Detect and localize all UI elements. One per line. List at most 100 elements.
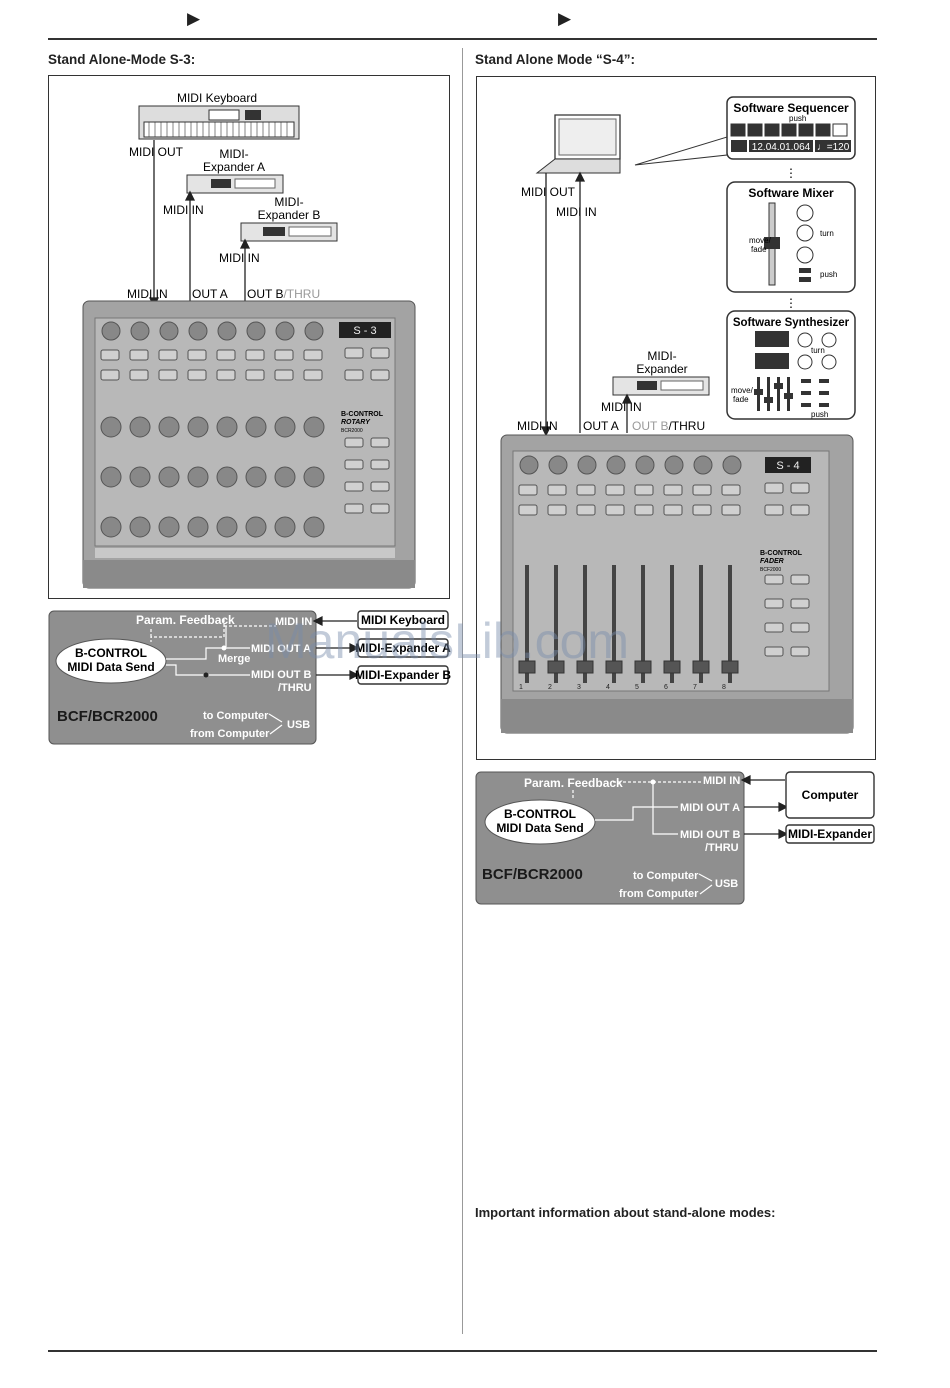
push-button — [129, 349, 149, 361]
side-button — [370, 503, 390, 514]
watermark: ManualsLib.com — [265, 613, 630, 669]
s4-usb-label: USB — [715, 878, 738, 890]
push-button — [303, 349, 323, 361]
knob-icon — [303, 516, 325, 538]
s4-cables — [540, 171, 633, 437]
knob-icon — [216, 516, 238, 538]
s4-flow-connectors — [740, 775, 789, 839]
side-button — [370, 459, 390, 470]
s3-diagram: MIDI Keyboard MIDI OUT MIDI- Expander A … — [82, 91, 416, 589]
fader-cap — [692, 660, 710, 674]
s4-out-a-label: OUT A — [583, 419, 619, 433]
push-button — [721, 504, 741, 516]
knob-icon — [129, 516, 151, 538]
seq-time: 12.04.01.064 — [752, 142, 811, 153]
side-button — [764, 646, 784, 657]
mixer-move: move/ — [749, 236, 772, 245]
push-button — [303, 369, 323, 381]
fader-cap — [518, 660, 536, 674]
push-button — [216, 369, 236, 381]
mixer-fader-cap — [764, 237, 780, 249]
synth-turn: turn — [811, 346, 825, 355]
synth-move: move/ — [731, 386, 754, 395]
s4-flow-lines — [572, 781, 713, 895]
fader-cap — [605, 660, 623, 674]
push-button — [634, 484, 654, 496]
knob-icon — [216, 466, 238, 488]
s4-box-computer — [785, 771, 875, 819]
side-button — [344, 437, 364, 448]
knob-icon — [274, 516, 296, 538]
bottom-rule — [48, 1350, 877, 1352]
push-button — [158, 369, 178, 381]
knob-icon — [722, 455, 742, 475]
s3-flow-thru: /THRU — [278, 682, 312, 694]
midi-expander-b-icon — [240, 222, 338, 242]
fader-track — [670, 565, 674, 683]
knob-icon — [548, 455, 568, 475]
channel-number: 5 — [635, 684, 639, 691]
push-button — [692, 504, 712, 516]
s4-logo-line1: B-CONTROL — [760, 550, 803, 557]
transport-buttons — [730, 123, 848, 137]
fader-cap — [576, 660, 594, 674]
knob-icon — [245, 466, 267, 488]
knob-icon — [158, 416, 180, 438]
s4-box-midi-expander — [785, 824, 875, 844]
transport-button-icon — [764, 123, 780, 137]
s4-midi-in-top-label: MIDI IN — [556, 205, 597, 219]
seq-time-display — [749, 140, 813, 152]
channel-number: 2 — [548, 684, 552, 691]
s4-split-node — [650, 779, 656, 785]
knob-icon — [187, 466, 209, 488]
s4-callout — [634, 136, 728, 166]
seq-tempo: ♩=120 — [817, 142, 850, 153]
s3-box-midi-keyboard — [357, 610, 449, 630]
mixer-fade: fade — [751, 245, 767, 254]
push-button — [634, 504, 654, 516]
s3-box-midi-expander-b — [357, 665, 449, 685]
s4-out-b-label: OUT B/THRU — [632, 419, 705, 433]
side-button — [344, 369, 364, 381]
side-button — [764, 574, 784, 585]
s3-param-feedback: Param. Feedback — [136, 613, 235, 627]
side-button — [370, 369, 390, 381]
push-button — [274, 349, 294, 361]
midi-keyboard-icon — [138, 105, 300, 140]
s3-box3-label: MIDI-Expander B — [355, 668, 451, 682]
transport-button-icon — [798, 123, 814, 137]
channel-number: 6 — [664, 684, 668, 691]
knob-icon — [693, 455, 713, 475]
column-divider — [462, 48, 463, 1334]
knob-icon — [130, 321, 150, 341]
fader-cap — [663, 660, 681, 674]
knob-icon — [664, 455, 684, 475]
knob-icon — [158, 466, 180, 488]
push-button — [605, 484, 625, 496]
knob-icon — [303, 416, 325, 438]
knob-icon — [246, 321, 266, 341]
side-button — [370, 481, 390, 492]
mixer-knob-2-icon — [796, 224, 814, 242]
s3-flow-lines — [150, 619, 283, 735]
knob-icon — [100, 466, 122, 488]
push-button — [721, 484, 741, 496]
fader-cap — [547, 660, 565, 674]
header-arrow-right-icon: ▶ — [558, 9, 572, 28]
s3-diagram-frame: MIDI Keyboard MIDI OUT MIDI- Expander A … — [48, 75, 450, 599]
side-button — [370, 437, 390, 448]
s3-usb-label: USB — [287, 719, 310, 731]
fader-track — [583, 565, 587, 683]
fader-track — [554, 565, 558, 683]
s3-logo-line2: ROTARY — [341, 419, 371, 426]
fader-track — [612, 565, 616, 683]
synth-wave-1-icon — [755, 331, 789, 347]
s4-diagram-frame: MIDI OUT MIDI IN Software Sequencer push… — [476, 76, 876, 760]
s4-logo-line2: FADER — [760, 558, 784, 565]
s3-title: Stand Alone-Mode S-3: — [48, 52, 196, 67]
side-button — [764, 482, 784, 494]
channel-number: 3 — [577, 684, 581, 691]
knob-icon — [217, 321, 237, 341]
s4-flow-model: BCF/BCR2000 — [482, 866, 583, 883]
